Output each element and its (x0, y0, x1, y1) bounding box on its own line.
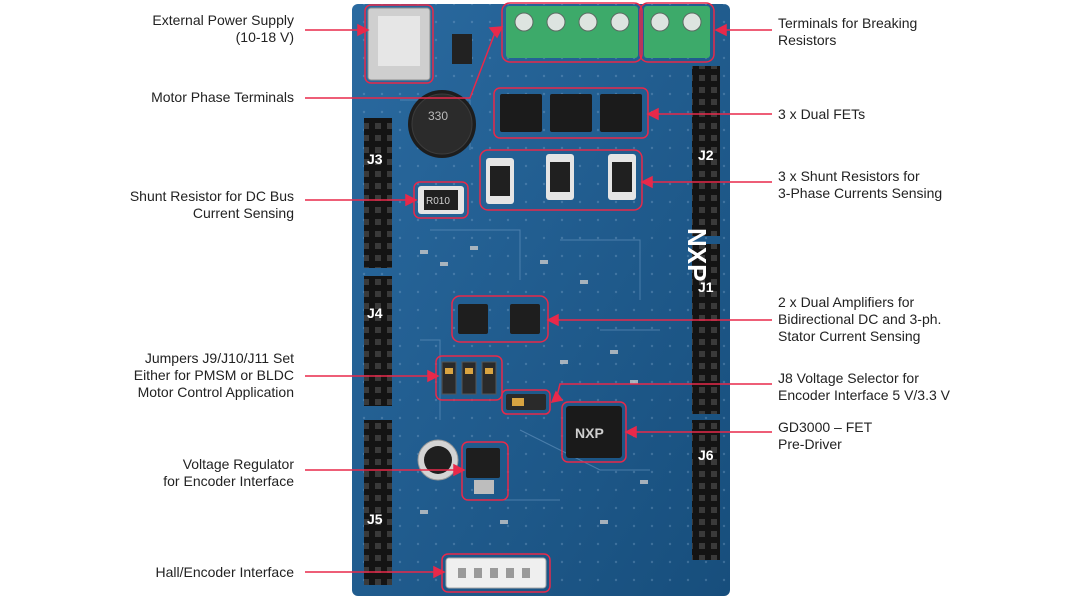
label-hall-encoder: Hall/Encoder Interface (155, 564, 294, 581)
label-shunt-3ph: 3 x Shunt Resistors for 3-Phase Currents… (778, 168, 942, 202)
header-j6 (692, 420, 720, 560)
dual-fet (500, 94, 542, 132)
header-label-j3: J3 (367, 151, 383, 167)
label-line: Current Sensing (192, 205, 294, 221)
terminal-screw (682, 12, 702, 32)
header-label-j6: J6 (698, 447, 714, 463)
label-line: Voltage Regulator (182, 456, 294, 472)
terminal-screw (650, 12, 670, 32)
predriver-brand: NXP (575, 425, 604, 441)
label-line: Bidirectional DC and 3-ph. (778, 311, 942, 327)
label-line: for Encoder Interface (163, 473, 294, 489)
label-line: Hall/Encoder Interface (155, 564, 294, 580)
dual-fet (550, 94, 592, 132)
breaking-terminal-block (644, 6, 710, 58)
header-j3 (364, 118, 392, 268)
voltage-regulator (466, 448, 500, 478)
label-shunt-dc: Shunt Resistor for DC Bus Current Sensin… (130, 188, 294, 222)
label-breaking-resistors: Terminals for Breaking Resistors (778, 15, 917, 49)
header-label-j2: J2 (698, 147, 714, 163)
label-line: GD3000 – FET (778, 419, 873, 435)
label-line: Motor Control Application (137, 384, 294, 400)
header-j4 (364, 276, 392, 406)
header-j2 (692, 66, 720, 236)
label-line: J8 Voltage Selector for (778, 370, 919, 386)
label-line: 3-Phase Currents Sensing (778, 185, 943, 201)
label-line: Shunt Resistor for DC Bus (129, 188, 294, 204)
capacitor-marking: 330 (428, 109, 448, 123)
label-line: 3 x Dual FETs (778, 106, 866, 122)
jumper-j11 (481, 361, 497, 395)
label-line: Motor Phase Terminals (151, 89, 294, 105)
label-line: Either for PMSM or BLDC (133, 367, 294, 383)
dual-fet (600, 94, 642, 132)
label-dual-fets: 3 x Dual FETs (778, 106, 865, 123)
header-j5 (364, 420, 392, 585)
label-line: Encoder Interface 5 V/3.3 V (778, 387, 950, 403)
header-label-j5: J5 (367, 511, 383, 527)
label-line: (10-18 V) (235, 29, 294, 45)
label-line: 2 x Dual Amplifiers for (778, 294, 915, 310)
terminal-screw (514, 12, 534, 32)
shunt-marking: R010 (426, 196, 450, 207)
label-line: Stator Current Sensing (778, 328, 921, 344)
label-voltage-regulator: Voltage Regulator for Encoder Interface (163, 456, 294, 490)
terminal-screw (610, 12, 630, 32)
jumper-j9 (441, 361, 457, 395)
label-j8-selector: J8 Voltage Selector for Encoder Interfac… (778, 370, 950, 404)
label-line: Jumpers J9/J10/J11 Set (144, 350, 294, 366)
terminal-screw (546, 12, 566, 32)
label-line: 3 x Shunt Resistors for (778, 168, 920, 184)
header-label-j1: J1 (698, 279, 714, 295)
label-gd3000: GD3000 – FET Pre-Driver (778, 419, 872, 453)
board-brand-logo: NXP (682, 228, 712, 281)
label-jumpers: Jumpers J9/J10/J11 Set Either for PMSM o… (134, 350, 294, 401)
header-label-j4: J4 (367, 305, 383, 321)
dual-amplifier (458, 304, 488, 334)
label-line: Resistors (778, 32, 837, 48)
label-dual-amplifiers: 2 x Dual Amplifiers for Bidirectional DC… (778, 294, 941, 345)
label-motor-phase: Motor Phase Terminals (151, 89, 294, 106)
jumper-j10 (461, 361, 477, 395)
label-external-power: External Power Supply (10-18 V) (152, 12, 294, 46)
dual-amplifier (510, 304, 540, 334)
terminal-screw (578, 12, 598, 32)
label-line: External Power Supply (152, 12, 294, 28)
label-line: Pre-Driver (778, 436, 842, 452)
label-line: Terminals for Breaking (778, 15, 918, 31)
